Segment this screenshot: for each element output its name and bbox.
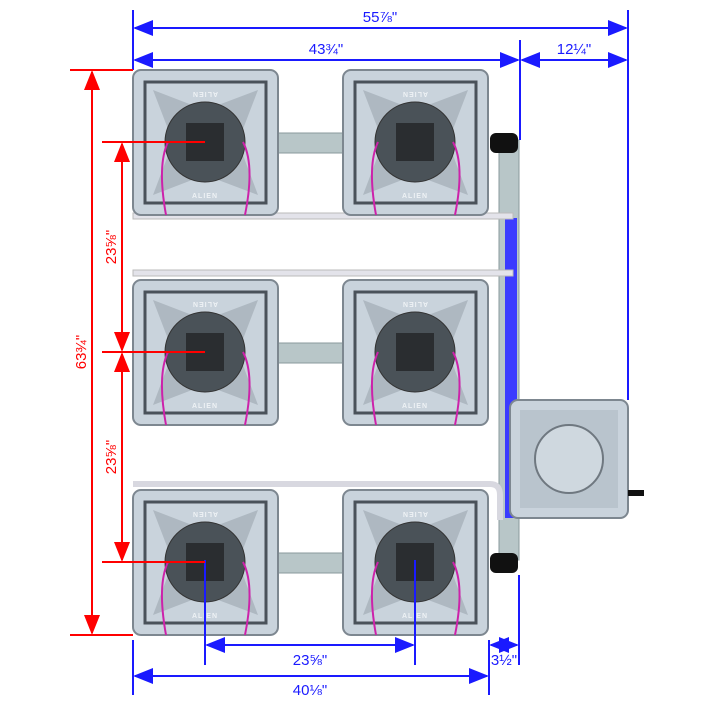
dim-row-spacing-bottom: 23⅝" [103,440,120,475]
drip-tube [370,141,379,216]
connector-pipe [277,552,344,574]
pot-logo-bottom: ALIEN [402,403,428,410]
drip-tube [242,561,251,636]
drip-tube [160,141,169,216]
dim-reservoir-width: 12¼" [557,41,592,58]
pot-logo-bottom: ALIEN [192,193,218,200]
reservoir [509,399,644,519]
dim-overall-height: 63¾" [73,335,90,370]
grow-pot: ALIEN ALIEN [342,69,489,216]
drip-tube [370,561,379,636]
dimension-lines: 55⅞" 43¾" 12¼" 23⅝" 40⅛" 3½" 63¾" 23⅝" 2… [70,9,629,699]
feed-line [133,481,503,520]
drip-tube [370,351,379,426]
pot-logo-bottom: ALIEN [192,403,218,410]
connector-pipe [277,342,344,364]
drip-tube [160,561,169,636]
reservoir-lid [534,424,604,494]
dim-row-spacing-top: 23⅝" [103,230,120,265]
dim-manifold-width: 3½" [491,652,517,669]
drip-tube [242,141,251,216]
pot-logo-top: ALIEN [192,300,218,307]
drip-tube [452,351,461,426]
mesh-grate [396,123,434,161]
pot-logo-top: ALIEN [192,90,218,97]
drip-tube [242,351,251,426]
elbow-fitting [490,553,518,573]
pot-logo-bottom: ALIEN [402,193,428,200]
drip-tube [452,141,461,216]
feed-line [132,212,514,220]
dim-column-spacing: 23⅝" [293,652,328,669]
drip-tube [452,561,461,636]
connector-pipe [277,132,344,154]
dim-pots-base-width: 40⅛" [293,682,328,699]
pot-logo-top: ALIEN [402,300,428,307]
dim-pots-width: 43¾" [309,41,344,58]
pot-logo-top: ALIEN [192,510,218,517]
pot-logo-top: ALIEN [402,510,428,517]
mesh-grate [396,333,434,371]
grow-pot: ALIEN ALIEN [342,279,489,426]
elbow-fitting [490,133,518,153]
drain-valve [628,490,644,496]
dim-overall-width: 55⅞" [363,9,398,26]
pot-logo-top: ALIEN [402,90,428,97]
feed-line [132,269,514,277]
drip-tube [160,351,169,426]
